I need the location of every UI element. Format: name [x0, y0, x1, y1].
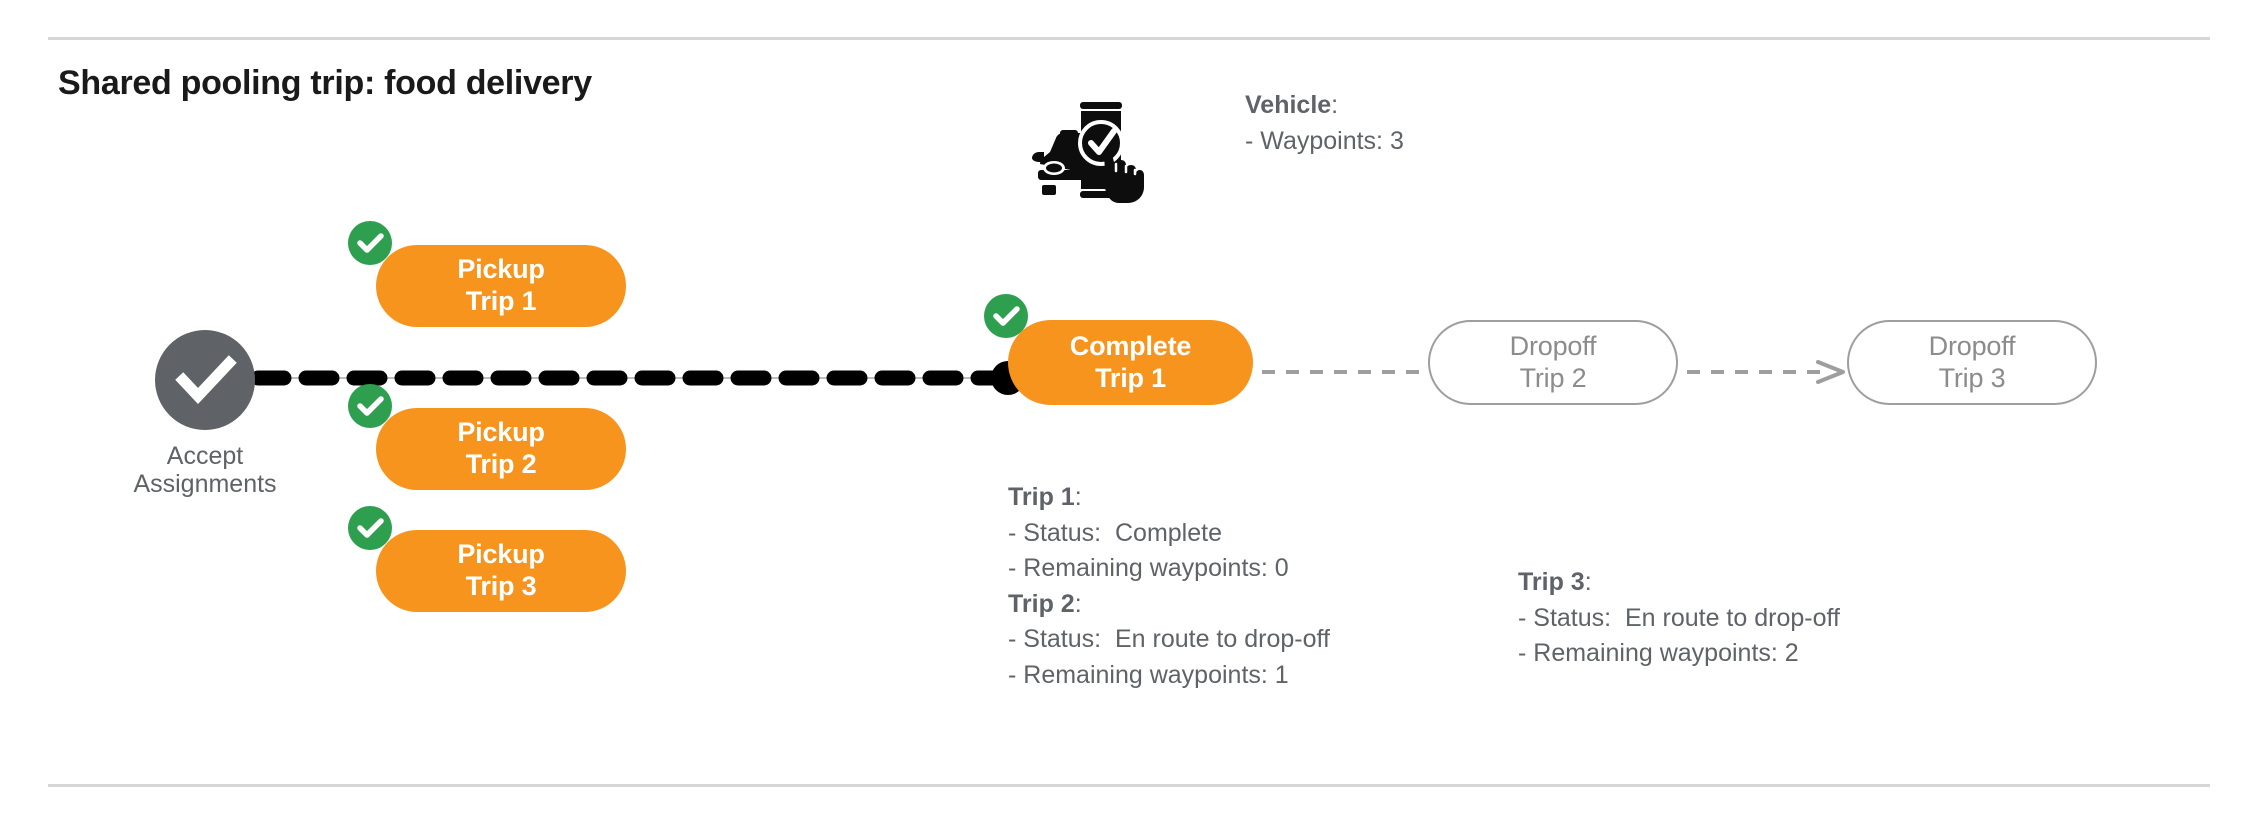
pickup-trip-2-node[interactable]: Pickup Trip 2 [348, 384, 626, 490]
check-badge-icon [348, 506, 392, 550]
pill-line-1: Dropoff [1928, 330, 2016, 361]
check-badge-icon [348, 384, 392, 428]
page-title: Shared pooling trip: food delivery [58, 64, 592, 102]
trip-details-left-group: Trip 1: - Status: Complete - Remaining w… [1008, 480, 1528, 693]
pill-line-1: Pickup [457, 417, 545, 448]
pickup-trip-1-node[interactable]: Pickup Trip 1 [348, 221, 626, 327]
vehicle-info-title: Vehicle: [1245, 91, 1339, 119]
pill-line-1: Pickup [457, 254, 545, 285]
trip-details-right-group: Trip 3: - Status: En route to drop-off -… [1518, 565, 2038, 672]
trip-2-waypoints-line: - Remaining waypoints: 1 [1008, 660, 1289, 689]
trip-3-block: Trip 3: - Status: En route to drop-off -… [1518, 565, 2038, 672]
trip-1-waypoints-line: - Remaining waypoints: 0 [1008, 554, 1289, 582]
dropoff-trip-3-node[interactable]: Dropoff Trip 3 [1847, 320, 2097, 405]
pill-line-2: Trip 1 [1095, 362, 1166, 393]
vehicle-app-checkmark-icon [1026, 86, 1146, 206]
trip-2-block: Trip 2: - Status: En route to drop-off -… [1008, 587, 1528, 694]
check-circle-icon [155, 330, 255, 430]
dropoff-trip-2-node[interactable]: Dropoff Trip 2 [1428, 320, 1678, 405]
pill-line-2: Trip 3 [1938, 362, 2006, 393]
pill-line-2: Trip 2 [465, 449, 537, 479]
check-badge-icon [984, 294, 1028, 338]
trip-3-title: Trip 3: [1518, 568, 1592, 596]
pill-line-1: Complete [1069, 330, 1192, 361]
vehicle-info-text: Vehicle: - Waypoints: 3 [1245, 88, 1665, 159]
pill-line-1: Dropoff [1509, 330, 1597, 361]
accept-assignments-node[interactable]: Accept Assignments [133, 330, 277, 498]
trip-1-title: Trip 1: [1008, 483, 1082, 511]
top-divider [48, 37, 2210, 40]
trip-2-status-line: - Status: En route to drop-off [1008, 625, 1330, 653]
trip-3-waypoints-line: - Remaining waypoints: 2 [1518, 639, 1799, 667]
vehicle-waypoints-line: - Waypoints: 3 [1245, 126, 1404, 155]
trip-3-status-line: - Status: En route to drop-off [1518, 603, 1840, 632]
pill-line-1: Pickup [457, 539, 545, 570]
pill-line-2: Trip 2 [1519, 362, 1587, 393]
pill-line-2: Trip 3 [465, 571, 537, 601]
trip-2-title: Trip 2: [1008, 589, 1082, 618]
trip-1-status-line: - Status: Complete [1008, 518, 1222, 547]
bottom-divider [48, 784, 2210, 787]
trip-1-block: Trip 1: - Status: Complete - Remaining w… [1008, 480, 1528, 587]
pickup-trip-3-node[interactable]: Pickup Trip 3 [348, 506, 626, 612]
check-badge-icon [348, 221, 392, 265]
accept-assignments-label: Accept Assignments [133, 442, 277, 498]
complete-trip-1-node[interactable]: Complete Trip 1 [984, 294, 1253, 405]
pill-line-2: Trip 1 [465, 286, 537, 316]
